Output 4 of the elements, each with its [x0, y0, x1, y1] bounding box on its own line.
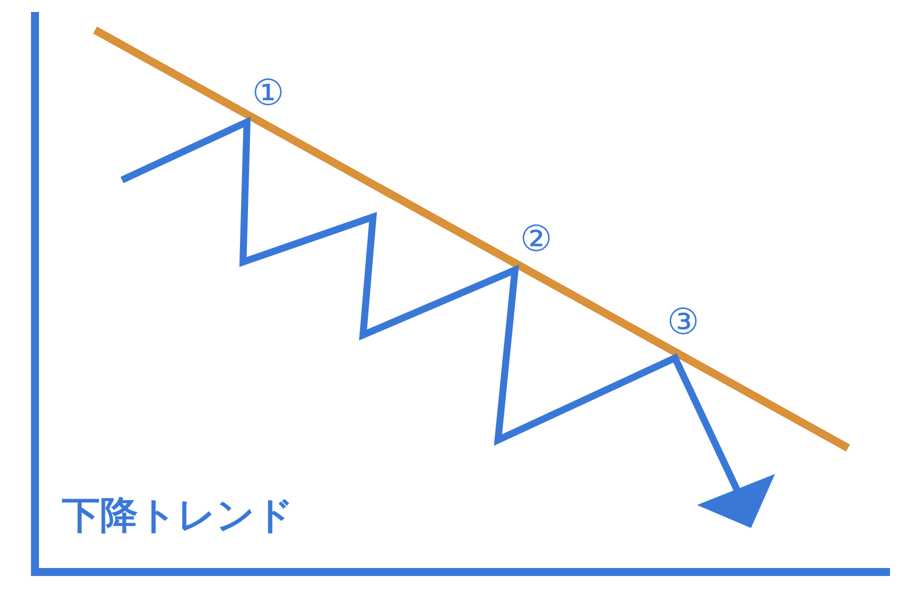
trend-label: 下降トレンド [62, 496, 294, 534]
callout-number: ③ [667, 305, 700, 341]
callout-number: ① [252, 76, 284, 112]
callout-number: ② [520, 222, 552, 258]
